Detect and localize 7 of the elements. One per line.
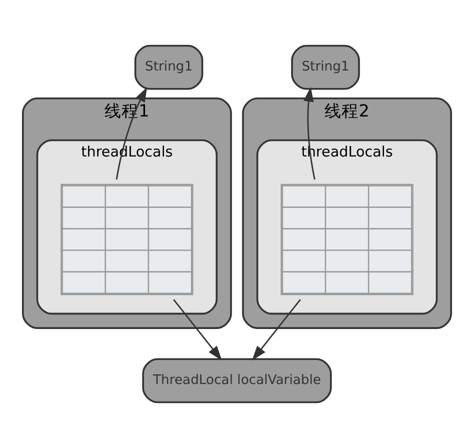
arrow xyxy=(116,87,148,180)
arrow xyxy=(252,299,301,361)
node-box: ThreadLocal localVariable xyxy=(142,358,332,404)
arrow xyxy=(303,86,316,180)
node-box: String1 xyxy=(291,44,360,90)
node-box: String1 xyxy=(134,44,204,90)
arrow xyxy=(173,299,222,361)
